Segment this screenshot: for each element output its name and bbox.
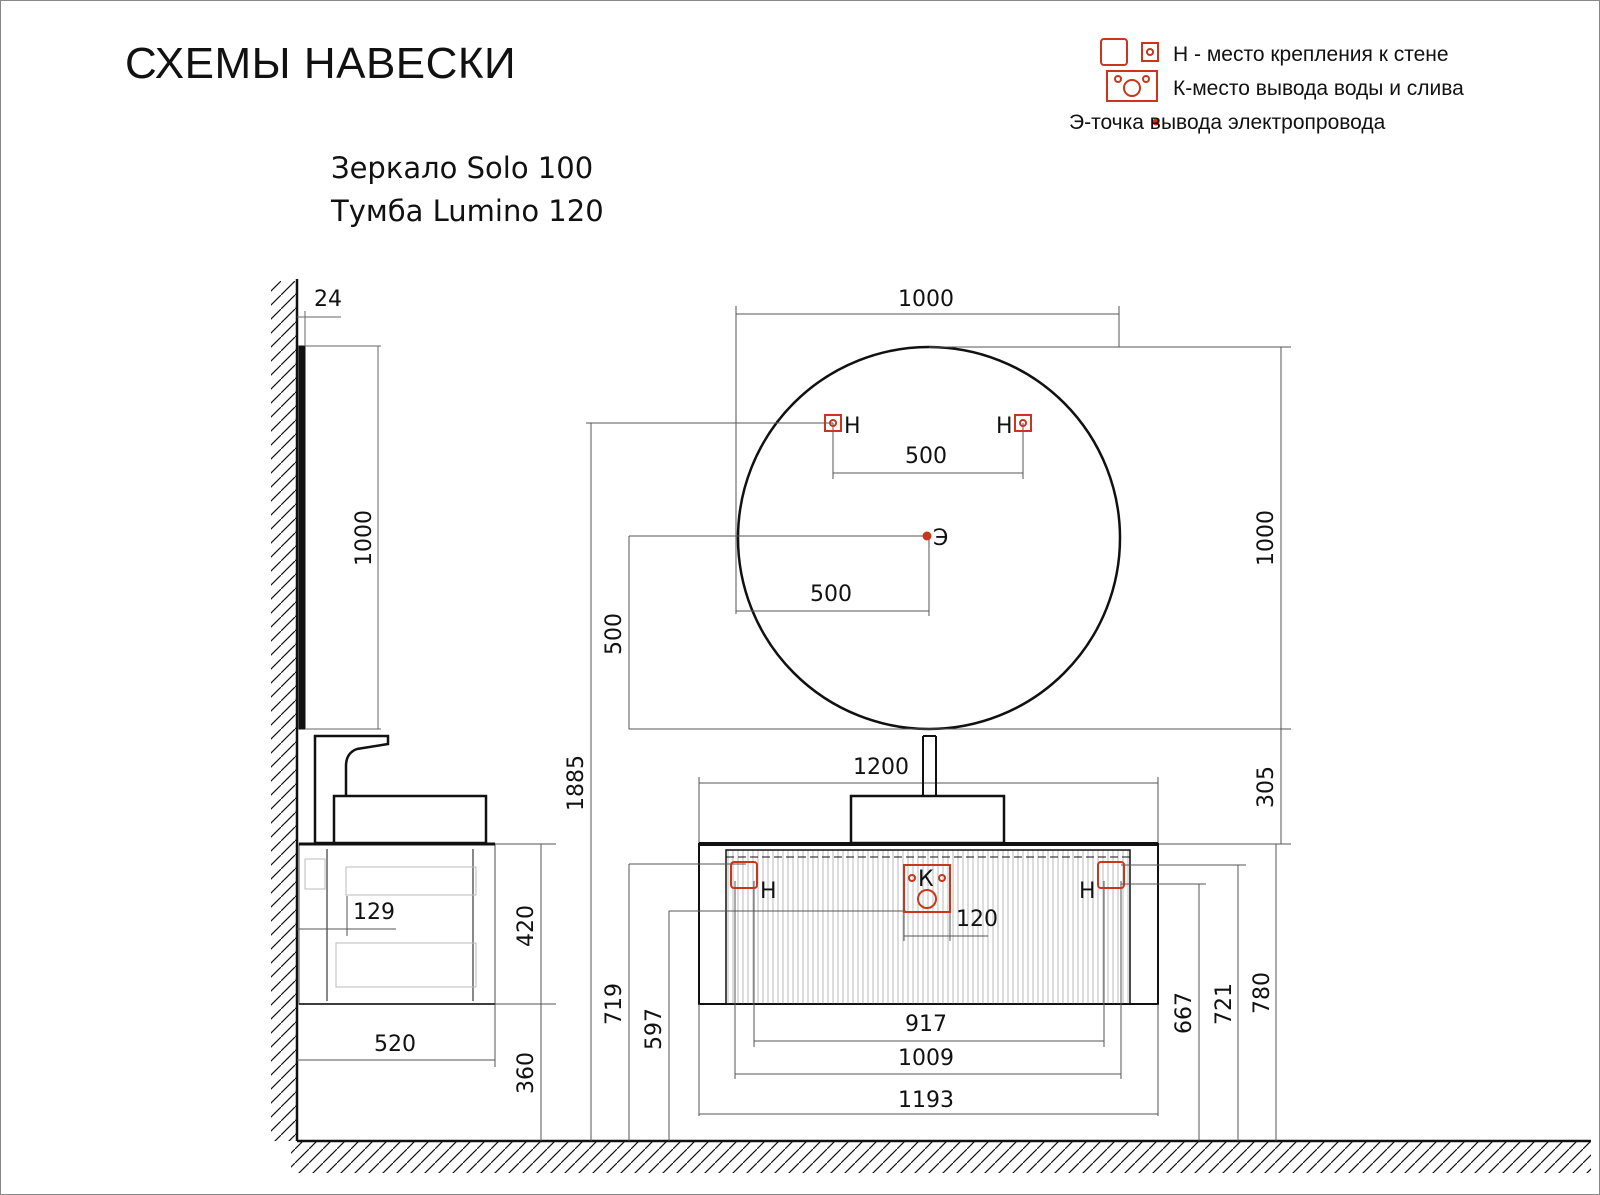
mount-h-icon — [1014, 414, 1032, 432]
svg-text:500: 500 — [810, 582, 852, 607]
svg-text:Э: Э — [933, 526, 948, 551]
svg-text:420: 420 — [514, 905, 539, 947]
svg-text:721: 721 — [1212, 983, 1237, 1025]
svg-text:Н: Н — [760, 879, 777, 904]
markers — [730, 38, 1160, 913]
cabinet-front — [698, 735, 1159, 1005]
svg-text:500: 500 — [602, 613, 627, 655]
svg-text:Н: Н — [844, 414, 861, 439]
legend-k: К-место вывода воды и слива — [1173, 77, 1464, 100]
mount-h-icon — [824, 414, 842, 432]
svg-text:305: 305 — [1254, 766, 1279, 808]
svg-text:1885: 1885 — [564, 755, 589, 811]
legend-e: Э-точка вывода электропровода — [1069, 111, 1386, 134]
svg-text:К: К — [918, 867, 934, 892]
svg-text:1000: 1000 — [352, 510, 377, 566]
svg-text:780: 780 — [1250, 972, 1275, 1014]
svg-text:Н: Н — [1079, 879, 1096, 904]
svg-text:1200: 1200 — [853, 755, 909, 780]
svg-text:1193: 1193 — [898, 1088, 954, 1113]
svg-text:Н: Н — [996, 414, 1013, 439]
mirror-model: Зеркало Solo 100 — [331, 151, 594, 185]
marker-labels: Н Н Э Н Н К — [760, 414, 1096, 904]
wall — [271, 279, 299, 1141]
svg-text:129: 129 — [353, 900, 395, 925]
svg-text:120: 120 — [956, 907, 998, 932]
cabinet-dims — [628, 844, 1277, 1141]
svg-text:24: 24 — [314, 287, 342, 312]
electric-e-icon — [922, 531, 932, 541]
svg-text:597: 597 — [642, 1008, 667, 1050]
side-view — [297, 311, 556, 1141]
svg-text:667: 667 — [1172, 992, 1197, 1034]
svg-text:500: 500 — [905, 444, 947, 469]
dimension-labels: 24 1000 129 420 520 360 1000 1000 500 50… — [314, 287, 1279, 1113]
page-title: СХЕМЫ НАВЕСКИ — [125, 39, 517, 88]
svg-text:1000: 1000 — [1254, 510, 1279, 566]
svg-text:719: 719 — [602, 983, 627, 1025]
svg-text:1009: 1009 — [898, 1046, 954, 1071]
water-drain-k-icon — [903, 864, 951, 913]
svg-text:917: 917 — [905, 1012, 947, 1037]
svg-text:1000: 1000 — [898, 287, 954, 312]
mount-h-icon — [1097, 861, 1125, 889]
front-view — [586, 306, 1291, 1141]
floor — [291, 1139, 1591, 1173]
legend-h: Н - место крепления к стене — [1173, 43, 1449, 66]
svg-text:360: 360 — [514, 1052, 539, 1094]
cabinet-model: Тумба Lumino 120 — [331, 194, 604, 228]
mount-h-icon — [730, 861, 758, 889]
svg-text:520: 520 — [374, 1032, 416, 1057]
